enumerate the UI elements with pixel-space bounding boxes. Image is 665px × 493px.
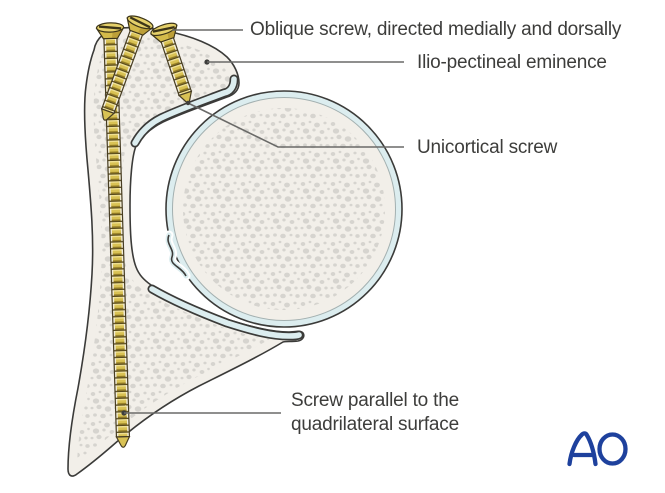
lip-cartilage-fill [149,286,302,339]
label-parallel-screw: Screw parallel to the quadrilateral surf… [291,390,459,435]
femoral-head-stipple [183,108,385,310]
label-oblique-screw: Oblique screw, directed medially and dor… [250,19,622,40]
screw-slot [98,25,122,30]
label-iliopectineal: Ilio-pectineal eminence [417,52,607,73]
leader-lines [121,29,404,416]
screw-slot [129,16,151,29]
screw-oblique-medial [100,15,154,121]
femoral-head [163,90,403,328]
screw-unicortical [149,22,193,104]
ao-logo-letter-o [597,432,628,466]
screws [95,15,193,448]
leader-unicortical [187,102,404,148]
leader-iliopectineal [204,59,404,65]
leader-parallel-screw [121,410,281,416]
label-unicortical-screw: Unicortical screw [417,137,558,158]
ao-logo [567,431,628,467]
leader-unicortical-dot [185,100,191,106]
screw-parallel-quadrilateral [95,22,131,448]
screw-slot [152,25,175,33]
femoral-head-medial-wave [163,230,191,281]
ao-logo-letter-a [567,431,598,467]
